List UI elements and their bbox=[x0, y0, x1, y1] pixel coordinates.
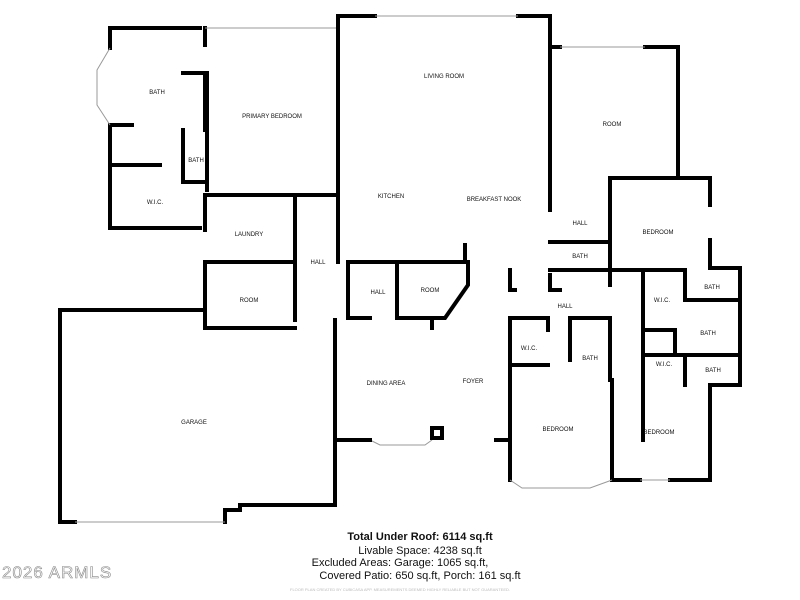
room-label: BREAKFAST NOOK bbox=[467, 197, 522, 203]
room-label: BATH bbox=[704, 285, 720, 291]
room-label: GARAGE bbox=[181, 420, 207, 426]
room-label: FOYER bbox=[463, 379, 484, 385]
room-label: KITCHEN bbox=[378, 194, 404, 200]
room-label: BATH bbox=[149, 90, 165, 96]
room-label: ROOM bbox=[240, 298, 259, 304]
room-label: PRIMARY BEDROOM bbox=[242, 114, 302, 120]
watermark: 2026 ARMLS bbox=[2, 563, 113, 583]
room-label: W.I.C. bbox=[521, 346, 538, 352]
room-label: ROOM bbox=[603, 122, 622, 128]
room-label: HALL bbox=[572, 221, 588, 227]
room-label: BATH bbox=[705, 368, 721, 374]
total-under-roof: Total Under Roof: 6114 sq.ft bbox=[347, 531, 493, 543]
excluded-areas: Excluded Areas: Garage: 1065 sq.ft, bbox=[311, 557, 489, 569]
room-label: BATH bbox=[582, 356, 598, 362]
livable-space: Livable Space: 4238 sq.ft bbox=[358, 545, 482, 557]
walls bbox=[58, 14, 742, 524]
room-label: BATH bbox=[700, 331, 716, 337]
room-label: DINING AREA bbox=[367, 381, 406, 387]
room-label: W.I.C. bbox=[147, 200, 164, 206]
room-label: W.I.C. bbox=[654, 298, 671, 304]
room-label: BATH bbox=[188, 158, 204, 164]
room-label: HALL bbox=[310, 260, 326, 266]
room-label: LAUNDRY bbox=[235, 232, 264, 238]
room-label: HALL bbox=[557, 304, 573, 310]
room-label: W.I.C. bbox=[656, 362, 673, 368]
disclaimer: FLOOR PLAN CREATED BY CUBICASA APP. MEAS… bbox=[290, 587, 510, 592]
room-label: BEDROOM bbox=[643, 430, 674, 436]
room-label: HALL bbox=[370, 290, 386, 296]
room-label: BEDROOM bbox=[542, 427, 573, 433]
patio-porch: Covered Patio: 650 sq.ft, Porch: 161 sq.… bbox=[319, 570, 521, 582]
room-labels: BATH PRIMARY BEDROOM BATH W.I.C. LIVING … bbox=[147, 74, 721, 436]
room-label: BEDROOM bbox=[642, 230, 673, 236]
room-label: LIVING ROOM bbox=[424, 74, 464, 80]
room-label: BATH bbox=[572, 254, 588, 260]
room-label: ROOM bbox=[421, 288, 440, 294]
